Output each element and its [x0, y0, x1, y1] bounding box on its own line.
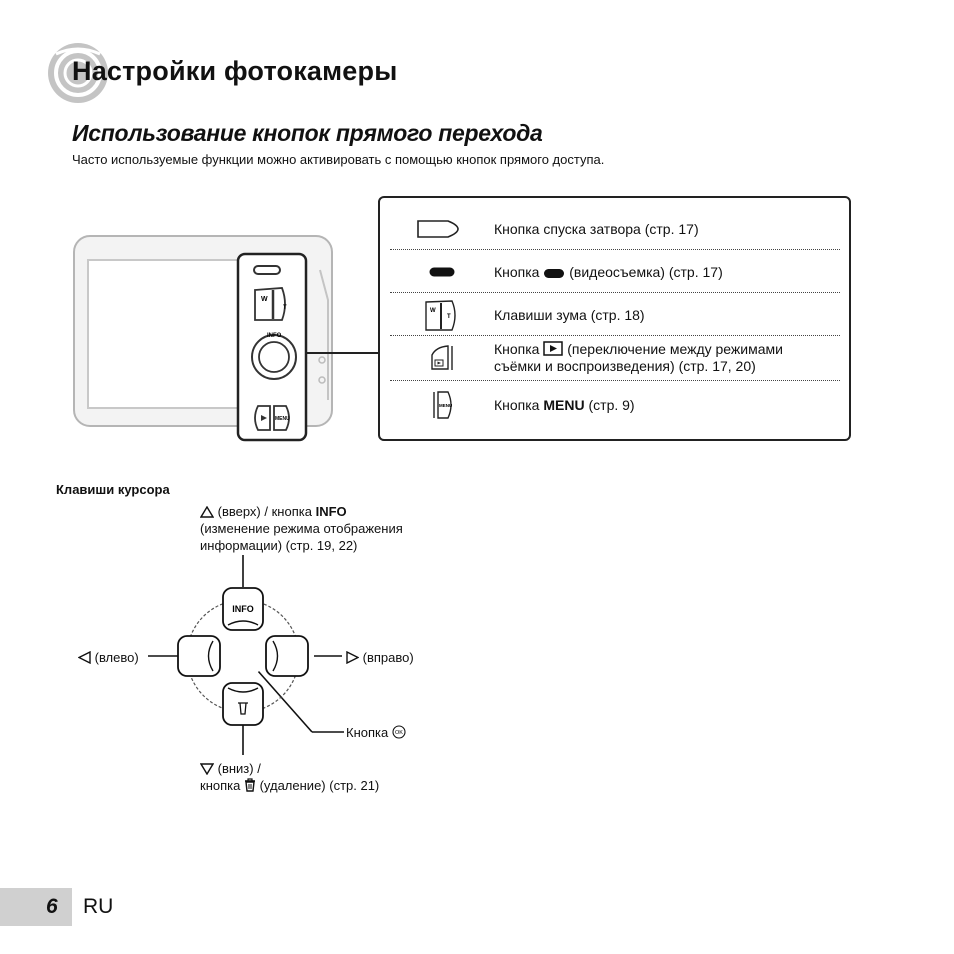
svg-text:T: T	[283, 305, 287, 311]
svg-text:MENU: MENU	[275, 416, 290, 422]
table-row: Кнопка (переключение между режимами съём…	[380, 335, 849, 381]
section-camera-icon	[48, 43, 108, 103]
info-key-label: INFO	[232, 604, 254, 614]
triangle-down-icon	[200, 763, 214, 775]
trash-icon	[244, 778, 255, 792]
shutter-button-icon	[417, 220, 459, 238]
direct-buttons-table: Кнопка спуска затвора (стр. 17) Кнопка (…	[378, 196, 851, 441]
intro-text: Часто используемые функции можно активир…	[72, 152, 605, 167]
row-divider	[390, 292, 840, 293]
down-key[interactable]	[222, 682, 264, 726]
right-key-description: (вправо)	[346, 649, 414, 666]
row-divider	[390, 380, 840, 381]
svg-text:MENU: MENU	[439, 403, 452, 408]
row-text: Кнопка (переключение между режимами съём…	[494, 341, 783, 374]
section-subtitle: Использование кнопок прямого перехода	[72, 120, 543, 146]
svg-text:W: W	[430, 308, 436, 314]
svg-text:INFO: INFO	[267, 333, 282, 339]
row-text: Клавиши зума (стр. 18)	[494, 306, 645, 323]
down-key-description: (вниз) / кнопка (удаление) (стр. 21)	[200, 761, 380, 793]
page-number: 6	[46, 895, 58, 918]
movie-button-icon	[429, 267, 455, 277]
row-text: Кнопка (видеосъемка) (стр. 17)	[494, 263, 723, 280]
camera-button-panel: W T INFO MENU	[236, 252, 308, 442]
playback-icon	[543, 341, 564, 356]
table-row: W T Клавиши зума (стр. 18)	[380, 292, 849, 338]
left-key[interactable]	[177, 635, 221, 677]
table-row: Кнопка спуска затвора (стр. 17)	[380, 206, 849, 252]
left-key-description: (влево)	[78, 649, 139, 666]
right-key[interactable]	[265, 635, 309, 677]
ok-key[interactable]	[221, 634, 265, 678]
triangle-right-icon	[346, 651, 359, 664]
row-text: Кнопка MENU (стр. 9)	[494, 396, 635, 413]
page-number-bar	[0, 888, 72, 926]
row-divider	[390, 335, 840, 336]
triangle-left-icon	[78, 651, 91, 664]
svg-text:OK: OK	[395, 730, 403, 736]
cursor-keys-heading: Клавиши курсора	[56, 482, 170, 497]
row-text: Кнопка спуска затвора (стр. 17)	[494, 220, 699, 237]
zoom-keys-icon: W T	[425, 300, 456, 331]
playback-button-icon	[431, 345, 453, 370]
camera-back-illustration: W T INFO MENU	[73, 235, 380, 442]
svg-text:W: W	[261, 296, 268, 303]
ok-icon: OK	[392, 725, 406, 739]
movie-icon	[544, 268, 565, 278]
up-key-description: (вверх) / кнопка INFO (изменение режима …	[200, 504, 403, 553]
menu-key-label: MENU	[543, 396, 585, 413]
up-key[interactable]: INFO	[222, 587, 264, 631]
triangle-up-icon	[200, 506, 214, 518]
cursor-pad-diagram: INFO	[148, 555, 344, 755]
row-divider	[390, 249, 840, 250]
menu-button-icon: MENU	[433, 391, 452, 419]
svg-text:T: T	[447, 314, 451, 320]
ok-key-description: Кнопка OK	[346, 724, 406, 741]
language-label: RU	[83, 895, 114, 918]
table-row: Кнопка (видеосъемка) (стр. 17)	[380, 249, 849, 295]
page-title: Настройки фотокамеры	[72, 56, 398, 86]
table-row: MENU Кнопка MENU (стр. 9)	[380, 382, 849, 428]
